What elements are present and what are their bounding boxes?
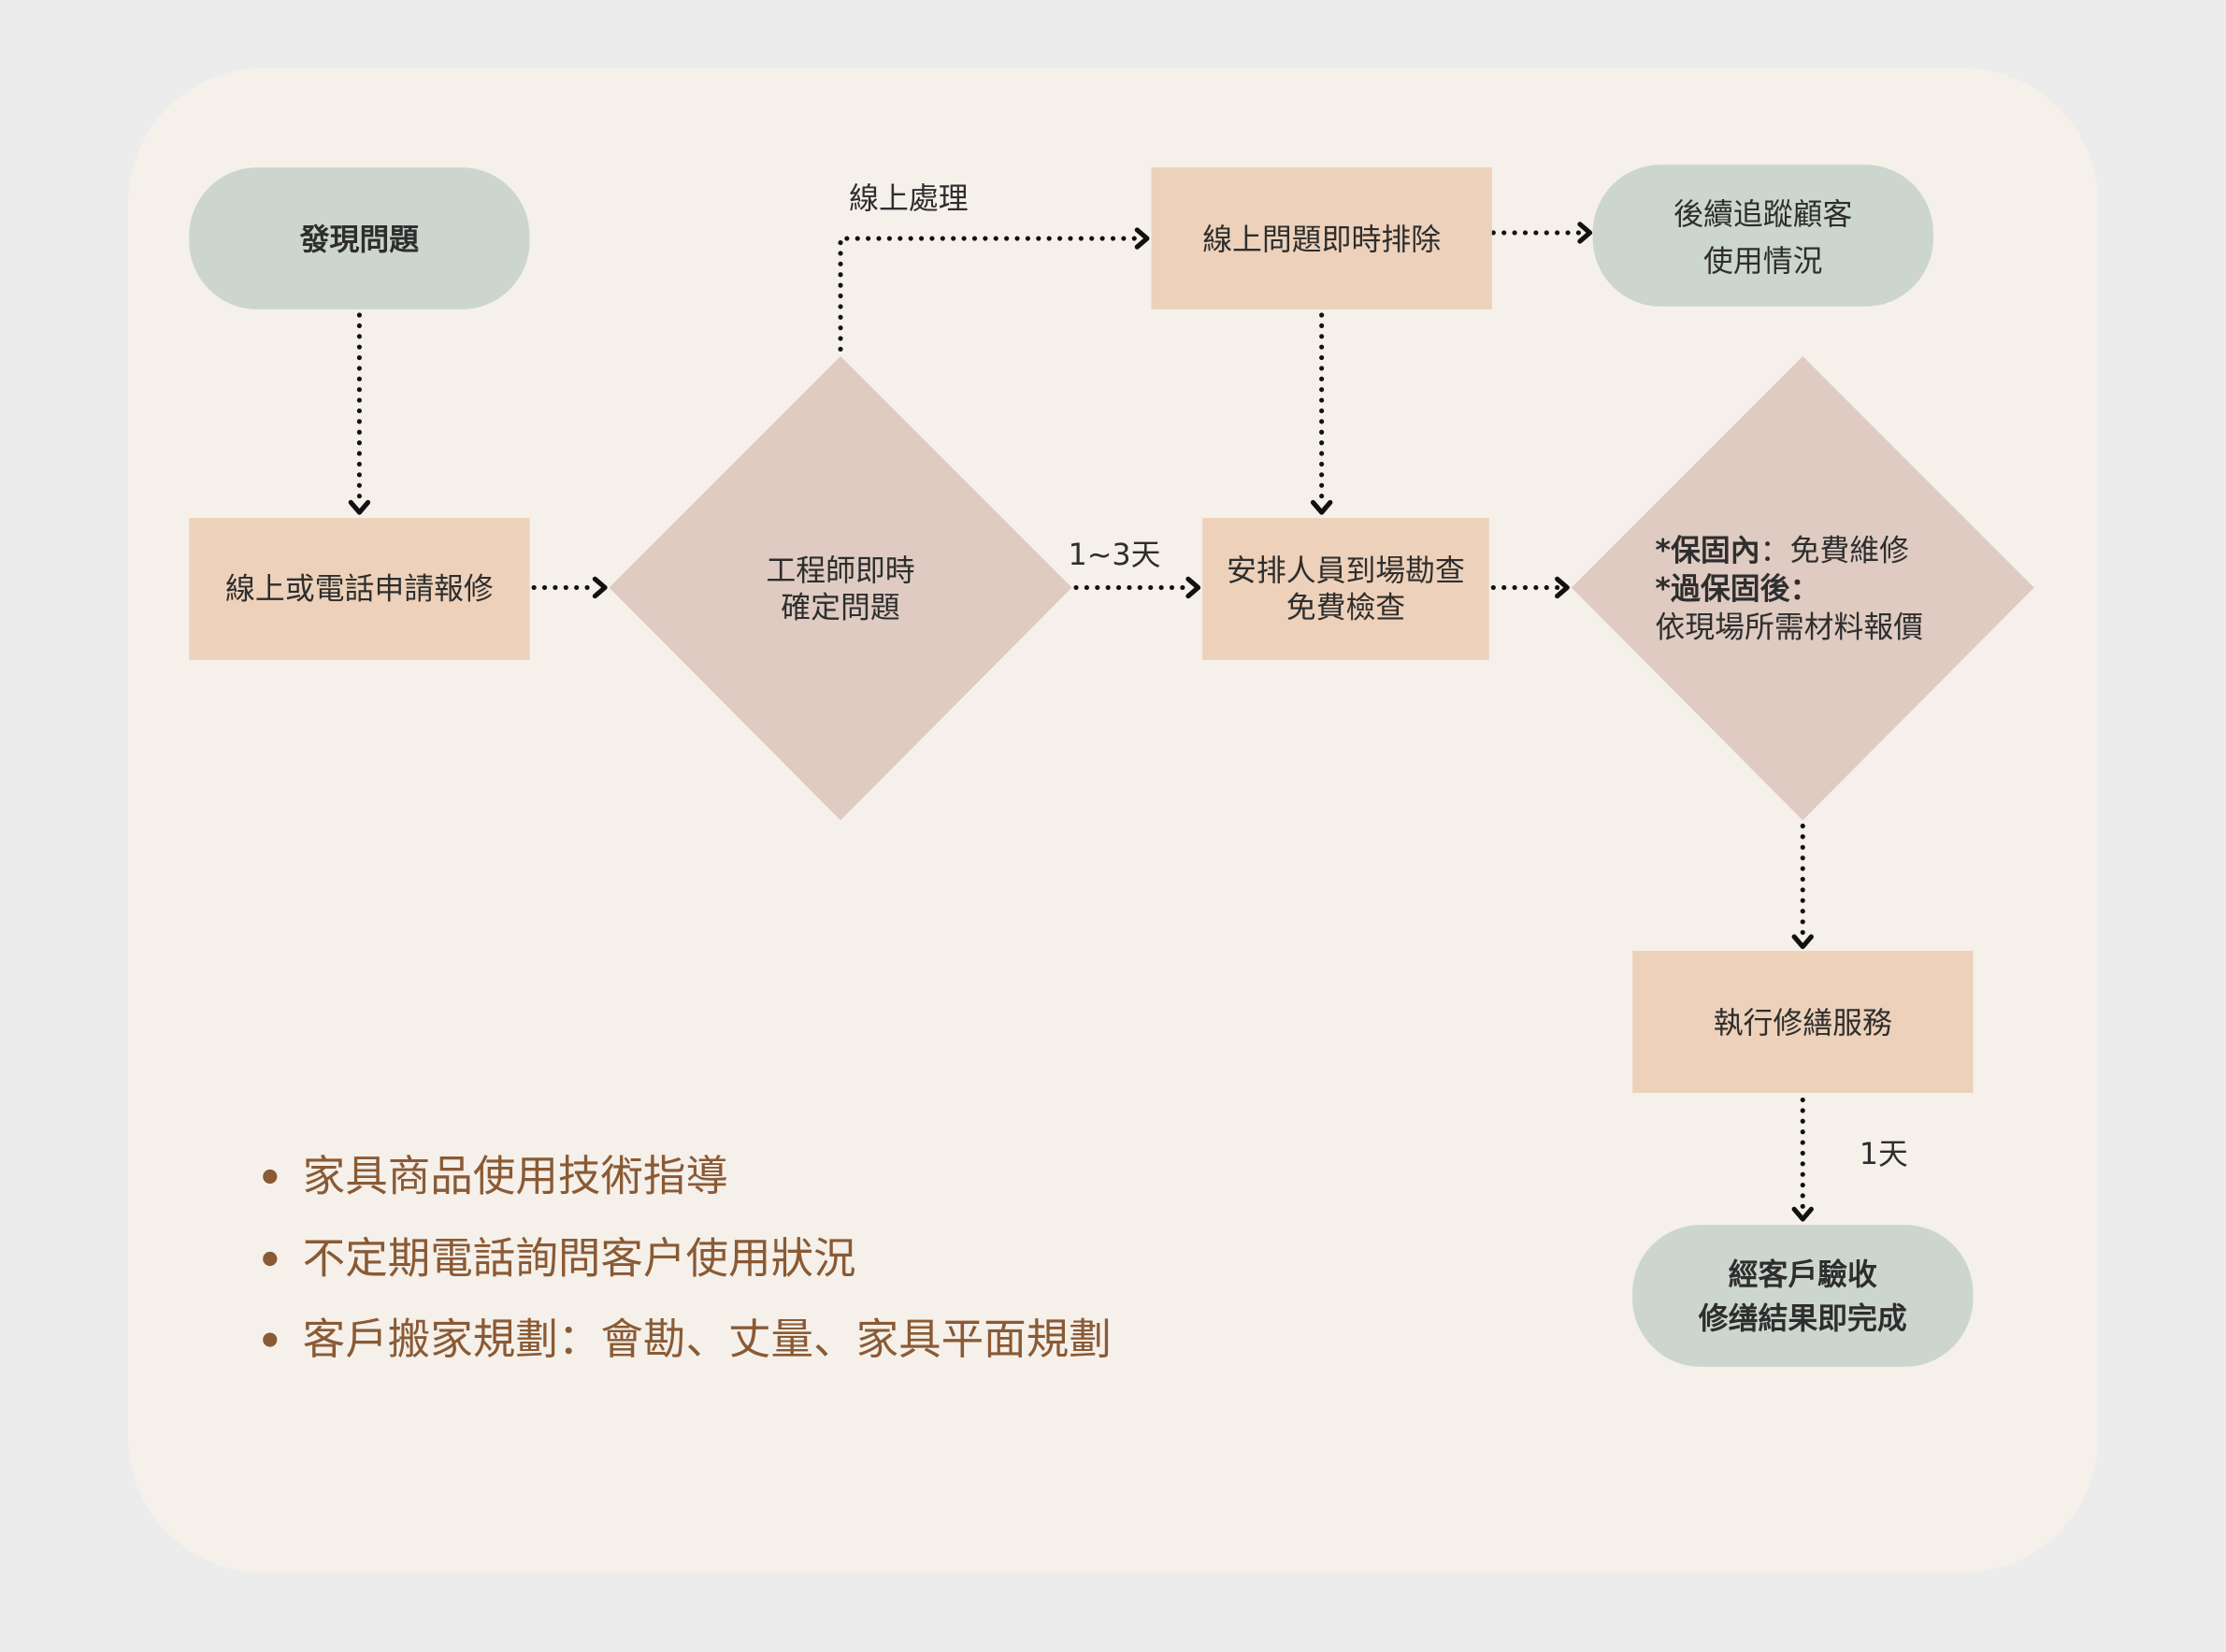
node-onsite: 安排人員到場勘查 免費檢查: [1202, 518, 1489, 660]
node-follow-up-line2: 使用情況: [1703, 243, 1822, 279]
node-follow-up: 後續追蹤顧客 使用情況: [1592, 165, 1933, 307]
node-apply-label: 線上或電話申請報修: [225, 571, 494, 607]
warranty-in-line: *保固內：免費維修: [1655, 533, 1909, 568]
node-complete-line2: 修缮結果即完成: [1698, 1300, 1907, 1336]
bullet-item: 家具商品使用技術指導: [303, 1152, 728, 1201]
node-complete: 經客戶驗收 修缮結果即完成: [1632, 1225, 1974, 1367]
edge-label-online: 線上處理: [849, 180, 968, 216]
bullet-dot-icon: [263, 1169, 278, 1185]
node-onsite-line1: 安排人員到場勘查: [1227, 553, 1465, 588]
arrow-head-icon: [348, 499, 371, 515]
node-engineer-line1: 工程師即時: [766, 553, 914, 588]
bullet-item: 不定期電話詢問客户使用狀況: [303, 1234, 856, 1284]
node-discover: 發現問題: [189, 167, 530, 309]
arrow-head-icon: [1134, 227, 1150, 250]
node-warranty-decision: *保固內：免費維修 *過保固後： 依現場所需材料報價: [1571, 356, 2034, 821]
bullet-dot-icon: [263, 1332, 278, 1347]
node-discover-label: 發現問題: [299, 222, 420, 257]
node-engineer-decision: 工程師即時 確定問題: [609, 356, 1072, 821]
node-onsite-line2: 免費檢查: [1286, 589, 1405, 625]
node-repair-label: 執行修繕服務: [1714, 1005, 1892, 1041]
connectors: [348, 222, 1814, 1222]
node-follow-up-line1: 後續追蹤顧客: [1673, 196, 1852, 232]
arrow-head-icon: [592, 576, 608, 599]
arrow-head-icon: [1310, 499, 1333, 515]
diagram-card: [127, 67, 2099, 1573]
arrow-head-icon: [1791, 1206, 1814, 1222]
node-online-fix-label: 線上問題即時排除: [1202, 222, 1441, 257]
arrow-head-icon: [1185, 576, 1201, 599]
bullet-dot-icon: [263, 1251, 278, 1267]
node-engineer-line2: 確定問題: [781, 589, 899, 625]
service-bullet-list: 家具商品使用技術指導 不定期電話詢問客户使用狀況 客戶搬家規劃：會勘、丈量、家具…: [263, 1152, 1112, 1364]
arrow-head-icon: [1577, 222, 1593, 244]
arrow-head-icon: [1555, 576, 1570, 599]
node-apply: 線上或電話申請報修: [189, 518, 530, 660]
node-repair: 執行修繕服務: [1632, 951, 1974, 1093]
node-online-fix: 線上問題即時排除: [1151, 167, 1492, 309]
warranty-out-label: *過保固後：: [1655, 571, 1819, 607]
edge-label-1-3-days: 1~3天: [1068, 537, 1160, 572]
warranty-out-value: 依現場所需材料報價: [1655, 610, 1923, 645]
edge-label-1-day: 1天: [1860, 1136, 1908, 1171]
node-complete-line1: 經客戶驗收: [1729, 1257, 1877, 1292]
connector-engineer-online: [838, 236, 1142, 352]
arrow-head-icon: [1791, 934, 1814, 950]
bullet-item: 客戶搬家規劃：會勘、丈量、家具平面規劃: [303, 1314, 1112, 1364]
